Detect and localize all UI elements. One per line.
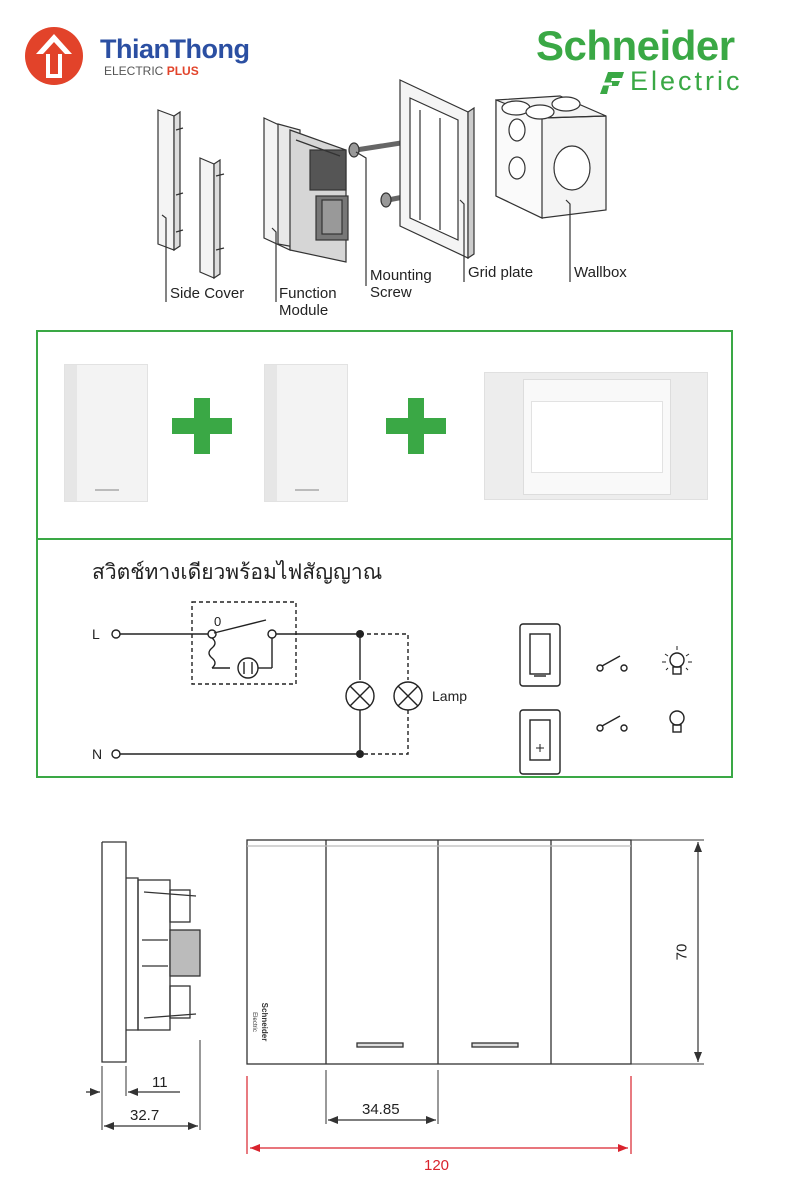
exploded-view-drawing <box>157 79 607 302</box>
label-mounting: Mounting <box>370 267 432 284</box>
label-side-cover: Side Cover <box>170 285 245 302</box>
life-is-on-icon <box>596 72 624 94</box>
bulb-rays <box>536 646 692 752</box>
side-cover-part <box>157 109 184 252</box>
label-L: L <box>92 626 100 642</box>
dim-70: 70 <box>673 943 691 961</box>
brand-sub-plus: PLUS <box>166 64 199 78</box>
brand-name-thong: Thong <box>169 34 250 64</box>
brand-sub-electric: ELECTRIC <box>104 64 167 78</box>
wallbox-part <box>495 95 607 219</box>
schneider-electric-text: Electric <box>630 66 743 96</box>
product-combination-panel <box>36 330 733 540</box>
label-module: Module <box>279 302 329 319</box>
label-grid-plate: Grid plate <box>468 264 534 281</box>
grid-plate-part <box>399 79 475 260</box>
brand-name-thian: Thian <box>100 34 170 64</box>
label-N: N <box>92 746 103 762</box>
dim-34-85: 34.85 <box>362 1101 400 1118</box>
plate-logo: Schneider Electric <box>249 991 269 1053</box>
plate-logo-text: Schneider <box>260 1002 269 1042</box>
label-function: Function <box>279 285 337 302</box>
wiring-diagram-panel <box>36 538 733 778</box>
switch-module-image <box>64 364 148 502</box>
side-cover-part-2 <box>199 157 225 280</box>
cover-plate-image <box>484 372 708 500</box>
leader-lines <box>161 151 571 302</box>
label-zero: 0 <box>214 614 222 629</box>
label-screw: Screw <box>370 284 412 301</box>
plus-icon-2 <box>386 398 446 454</box>
switch-module-image-2 <box>264 364 348 502</box>
arrow-up-logo-icon <box>25 27 83 85</box>
dim-120: 120 <box>424 1157 450 1174</box>
label-lamp: Lamp <box>432 688 468 704</box>
label-wallbox: Wallbox <box>574 264 627 281</box>
function-module-part <box>263 117 349 263</box>
thianthong-logo: ThianThong ELECTRIC PLUS <box>24 26 284 86</box>
wiring-title: สวิตช์ทางเดียวพร้อมไฟสัญญาณ <box>92 560 383 584</box>
schneider-wordmark: Schneider <box>536 22 735 69</box>
dim-32-7: 32.7 <box>130 1107 160 1124</box>
plate-logo-sub: Electric <box>251 1012 257 1032</box>
schneider-logo: Schneider Electric <box>536 22 776 102</box>
plus-icon <box>172 398 232 454</box>
dim-11: 11 <box>152 1074 168 1091</box>
